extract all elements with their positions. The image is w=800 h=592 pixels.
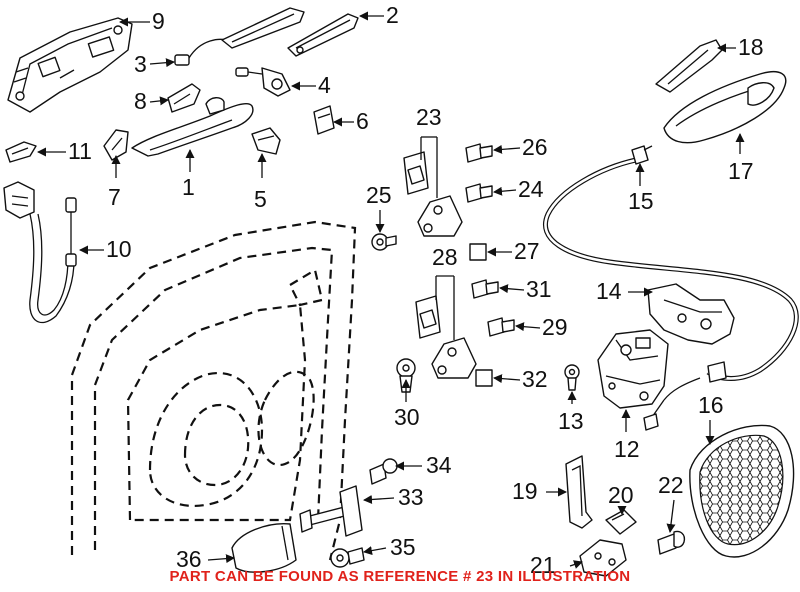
leader-lines xyxy=(37,11,745,569)
part-18-inside-cover xyxy=(655,39,723,93)
part-1-outside-handle xyxy=(131,97,254,157)
callout-31: 31 xyxy=(526,276,552,302)
callout-1: 1 xyxy=(182,174,195,200)
callout-33: 33 xyxy=(398,484,424,510)
part-4-lock-cylinder xyxy=(235,67,291,97)
part-14-lock-bracket xyxy=(647,283,735,345)
callout-22: 22 xyxy=(658,472,684,498)
part-23-upper-hinge xyxy=(403,136,463,237)
callout-8: 8 xyxy=(134,88,147,114)
callout-24: 24 xyxy=(518,176,544,202)
callout-19: 19 xyxy=(512,478,538,504)
callout-29: 29 xyxy=(542,314,568,340)
reference-note: PART CAN BE FOUND AS REFERENCE # 23 IN I… xyxy=(169,568,631,585)
part-33-door-check xyxy=(299,485,363,537)
callout-35: 35 xyxy=(390,534,416,560)
callout-2: 2 xyxy=(386,2,399,28)
part-8-cap xyxy=(167,83,201,113)
callout-14: 14 xyxy=(596,278,622,304)
callout-6: 6 xyxy=(356,108,369,134)
part-7-clip xyxy=(103,129,129,161)
callout-12: 12 xyxy=(614,436,640,462)
bolts-hinge xyxy=(371,143,515,393)
callout-11: 11 xyxy=(68,138,92,164)
part-19-bracket xyxy=(565,455,593,529)
callout-36: 36 xyxy=(176,546,202,572)
callout-27: 27 xyxy=(514,238,540,264)
part-35-bolt xyxy=(330,547,365,568)
callout-20: 20 xyxy=(608,482,634,508)
callout-13: 13 xyxy=(558,408,584,434)
part-11-bracket xyxy=(5,141,37,163)
part-12-lock-actuator xyxy=(597,329,669,409)
part-3-sensor-wire xyxy=(174,7,305,66)
part-13-screw xyxy=(564,364,580,391)
part-15-cable xyxy=(543,145,799,431)
callout-16: 16 xyxy=(698,392,724,418)
part-36-cover xyxy=(231,523,297,573)
callout-25: 25 xyxy=(366,182,392,208)
callout-34: 34 xyxy=(426,452,452,478)
callout-3: 3 xyxy=(134,51,147,77)
part-5-end-cap xyxy=(251,127,281,155)
callout-28: 28 xyxy=(432,244,458,270)
part-21-striker-plate xyxy=(579,539,627,577)
part-16-speaker-grille xyxy=(689,424,795,558)
callout-32: 32 xyxy=(522,366,548,392)
callout-18: 18 xyxy=(738,34,764,60)
callout-17: 17 xyxy=(728,158,754,184)
part-17-inside-handle xyxy=(663,70,787,144)
door-outline xyxy=(70,220,357,561)
part-9-handle-bracket xyxy=(7,17,133,113)
pads xyxy=(469,243,493,387)
part-6-cap xyxy=(313,105,335,135)
callout-7: 7 xyxy=(108,184,121,210)
callout-9: 9 xyxy=(152,8,165,34)
callout-10: 10 xyxy=(106,236,132,262)
part-22-screw xyxy=(657,530,686,555)
callout-30: 30 xyxy=(394,404,420,430)
callout-26: 26 xyxy=(522,134,548,160)
part-2-handle-bezel xyxy=(287,13,359,57)
part-20-striker xyxy=(605,509,637,535)
callout-15: 15 xyxy=(628,188,654,214)
part-10-cable xyxy=(3,181,77,324)
callout-4: 4 xyxy=(318,72,331,98)
callout-5: 5 xyxy=(254,186,267,212)
part-34-bolt xyxy=(369,458,398,485)
callout-21: 21 xyxy=(530,552,556,578)
callout-23: 23 xyxy=(416,104,442,130)
part-28-lower-hinge xyxy=(415,275,477,379)
